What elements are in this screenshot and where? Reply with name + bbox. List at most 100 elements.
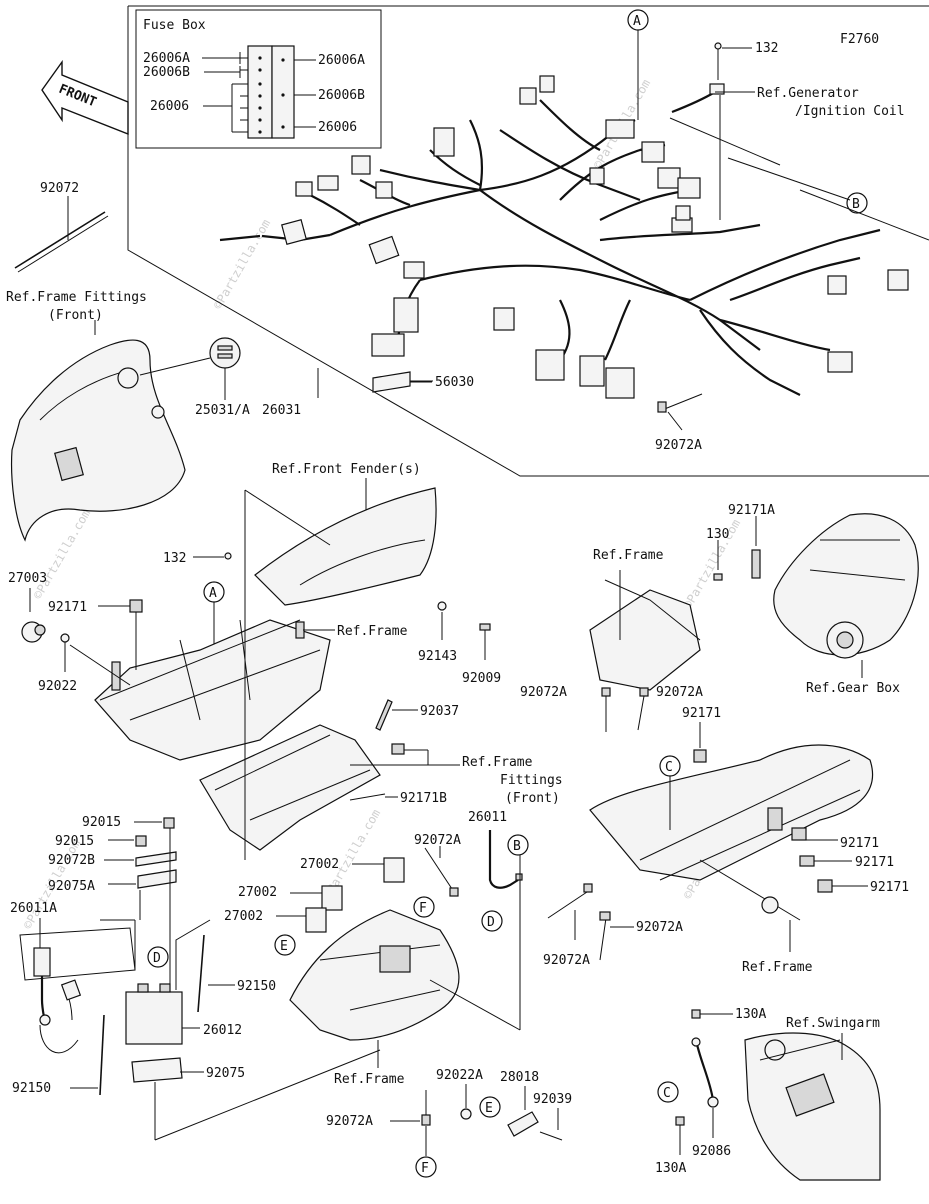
svg-text:92171: 92171	[870, 880, 909, 895]
svg-text:92171: 92171	[48, 600, 87, 615]
callout-a-top: A	[627, 9, 649, 120]
callout-b-top: B	[727, 157, 868, 214]
screw-92009: 92009	[462, 623, 501, 686]
fuse-right-label-1: 26006A	[318, 53, 365, 68]
svg-text:92072A: 92072A	[636, 920, 683, 935]
washer-92143: 92143	[418, 601, 457, 664]
frame-middle	[94, 489, 331, 761]
watermark: ©Partzilla.com	[210, 217, 273, 312]
svg-text:92086: 92086	[692, 1144, 731, 1159]
bracket-92039: 92039	[533, 1092, 572, 1141]
washer-92022A: 92022A	[436, 1068, 483, 1120]
svg-text:92072A: 92072A	[414, 833, 461, 848]
svg-text:27003: 27003	[8, 571, 47, 586]
grommet-27003: 27003	[8, 571, 47, 643]
svg-text:92072A: 92072A	[326, 1114, 373, 1129]
ref-frame-rear: Ref.Frame	[742, 920, 813, 975]
svg-text:Ref.Frame: Ref.Frame	[462, 755, 533, 770]
svg-text:92075: 92075	[206, 1066, 245, 1081]
frame-rear	[589, 744, 874, 921]
svg-text:92072: 92072	[40, 181, 79, 196]
part-label-132-mid: 132	[163, 551, 186, 566]
ref-generator-line-1: Ref.Generator	[757, 86, 859, 101]
callout-f-bottom: F	[415, 1156, 437, 1178]
svg-text:28018: 28018	[500, 1070, 539, 1085]
clamp-92072A-bottom: 92072A	[326, 1090, 431, 1156]
svg-text:Ref.Frame: Ref.Frame	[337, 624, 408, 639]
callout-f-tray: F	[413, 896, 435, 918]
clamp-92072A-harness: 92072A	[655, 393, 703, 453]
ref-frame-fittings-front-line-1: Ref.Frame Fittings	[6, 290, 147, 305]
svg-text:B: B	[852, 197, 860, 212]
clamps-92072A-bracket: 92072A 92072A	[520, 685, 703, 732]
ref-frame-bracket: Ref.Frame	[589, 548, 701, 691]
generator-lead	[671, 42, 755, 220]
callout-c-swingarm: C	[657, 1081, 679, 1103]
tie-92072-left: 92072	[14, 181, 109, 273]
svg-text:130: 130	[706, 527, 729, 542]
ref-front-fenders: Ref.Front Fender(s)	[254, 462, 437, 606]
diagram-id: F2760	[840, 32, 879, 47]
svg-text:Ref.Frame: Ref.Frame	[334, 1072, 405, 1087]
svg-text:B: B	[513, 839, 521, 854]
svg-text:92075A: 92075A	[48, 879, 95, 894]
svg-text:92171: 92171	[855, 855, 894, 870]
svg-text:92072A: 92072A	[520, 685, 567, 700]
svg-text:130A: 130A	[655, 1161, 686, 1176]
svg-text:C: C	[663, 1086, 671, 1101]
svg-text:56030: 56030	[435, 375, 474, 390]
grommet-25031: 25031/A	[139, 337, 250, 418]
frame-plate-lower	[199, 724, 381, 860]
part-92037: 92037	[375, 699, 459, 755]
relays-27002: 27002 27002 27002	[224, 857, 405, 933]
label-56030: 56030	[372, 371, 474, 393]
svg-text:A: A	[633, 14, 641, 29]
svg-text:92072A: 92072A	[543, 953, 590, 968]
lead-26011: 26011	[468, 810, 523, 889]
svg-text:92171: 92171	[840, 836, 879, 851]
svg-text:27002: 27002	[300, 857, 339, 872]
fuse-left-label-3: 26006	[150, 99, 189, 114]
callout-c-frame: C	[659, 755, 681, 830]
clamp-92072A-tray: 92072A	[414, 833, 461, 897]
svg-text:Ref.Frame: Ref.Frame	[593, 548, 664, 563]
svg-text:F: F	[419, 901, 427, 916]
front-arrow: FRONT	[41, 59, 129, 136]
clamp-92171B: 92171B	[349, 791, 447, 806]
bolt-92171-left: 92171	[48, 599, 143, 670]
bolt-92171-rear-top: 92171	[682, 706, 721, 763]
fuse-right-label-3: 26006	[318, 120, 357, 135]
svg-text:92143: 92143	[418, 649, 457, 664]
harness-dividers	[669, 117, 929, 241]
svg-text:Ref.Swingarm: Ref.Swingarm	[786, 1016, 880, 1031]
svg-text:92022: 92022	[38, 679, 77, 694]
svg-text:Ref.Frame: Ref.Frame	[742, 960, 813, 975]
svg-text:92037: 92037	[420, 704, 459, 719]
part-label-26031: 26031	[262, 403, 301, 418]
part-label-132-top: 132	[755, 41, 778, 56]
callout-d-lead: D	[481, 910, 503, 932]
svg-text:Ref.Front Fender(s): Ref.Front Fender(s)	[272, 462, 421, 477]
svg-text:92022A: 92022A	[436, 1068, 483, 1083]
svg-text:92150: 92150	[12, 1081, 51, 1096]
washer-92022: 92022	[38, 633, 131, 694]
svg-text:26012: 26012	[203, 1023, 242, 1038]
fuse-26011A: 26011A	[10, 901, 136, 1054]
callout-d-battery: D	[147, 946, 169, 968]
ground-lead-92086: 130A 92086 130A	[655, 1007, 766, 1176]
svg-text:25031/A: 25031/A	[195, 403, 250, 418]
svg-text:Fittings: Fittings	[500, 773, 563, 788]
fuse-left-label-2: 26006B	[143, 65, 190, 80]
svg-text:92150: 92150	[237, 979, 276, 994]
bolts-92171-right: 92171 92171 92171	[791, 827, 909, 895]
sensor-28018: 28018	[500, 1070, 539, 1137]
ref-gear-box: Ref.Gear Box	[806, 681, 900, 696]
svg-text:F: F	[421, 1161, 429, 1176]
fuse-box-inset: Fuse Box 26006A 26006B 26006 26006A 2600…	[135, 9, 382, 149]
ref-frame-fittings-front-2: Ref.Frame Fittings (Front)	[350, 749, 563, 806]
strap-92150: 92150	[12, 1014, 105, 1096]
callout-b-lead: B	[507, 834, 529, 856]
svg-text:26011: 26011	[468, 810, 507, 825]
svg-text:92009: 92009	[462, 671, 501, 686]
fuse-box-title: Fuse Box	[143, 18, 206, 33]
